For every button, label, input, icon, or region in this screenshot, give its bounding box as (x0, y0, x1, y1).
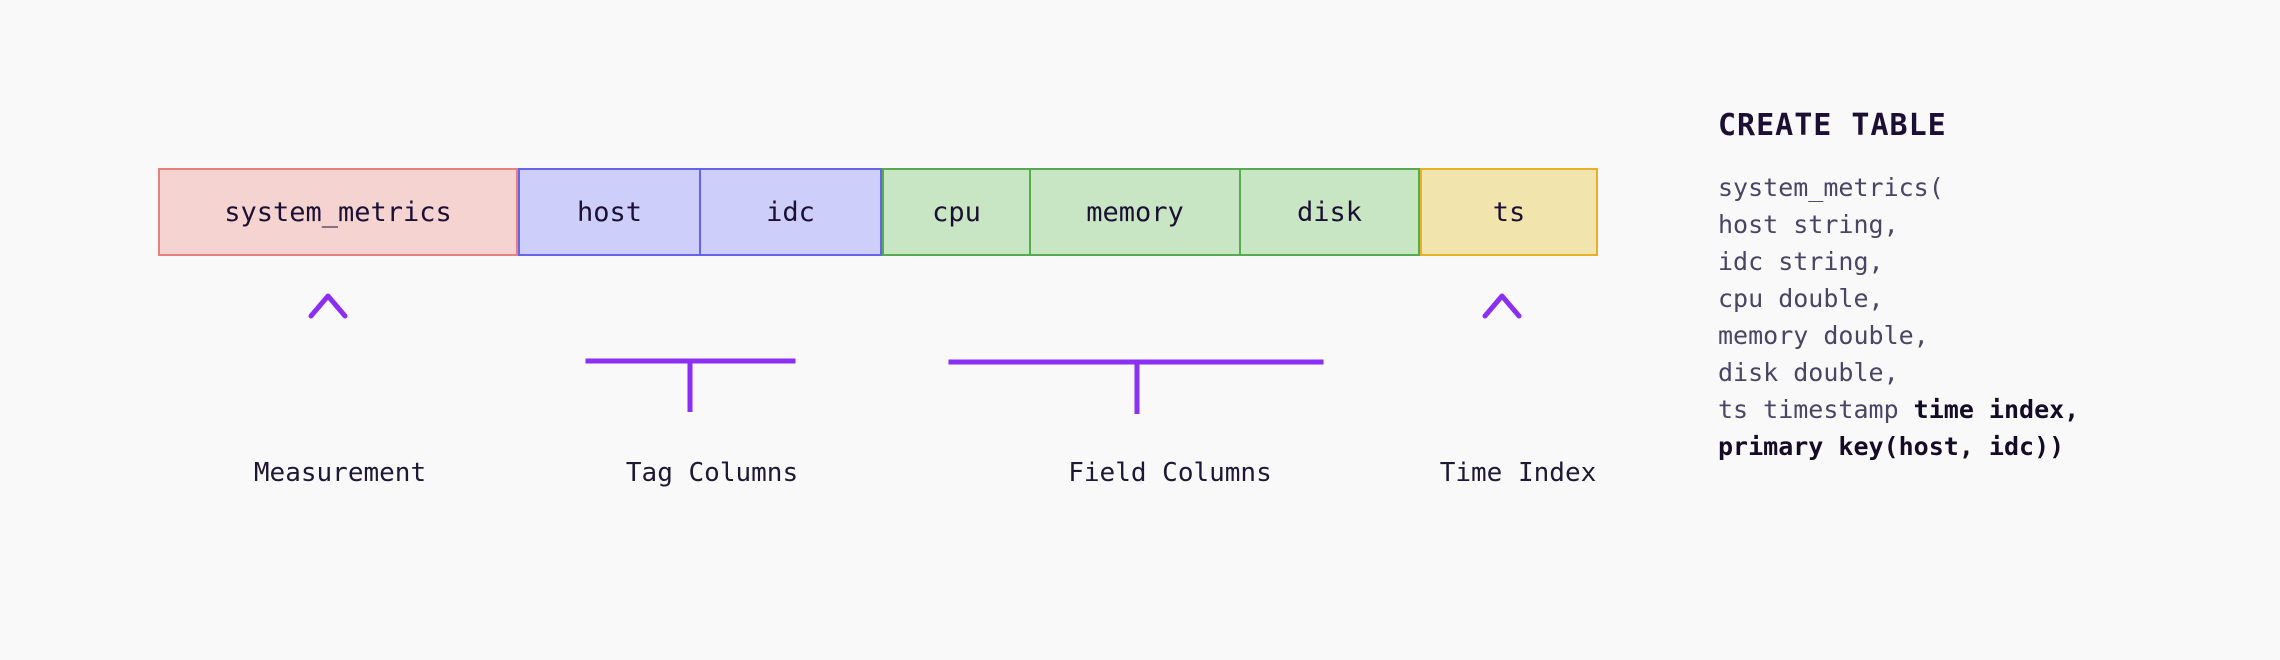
annotation-label-field-columns: Field Columns (1068, 458, 1272, 488)
create-table-heading: CREATE TABLE (1718, 108, 1947, 143)
code-line: idc string, (1718, 247, 1884, 276)
schema-column-label: idc (766, 196, 815, 228)
tag-columns-bracket-icon (585, 298, 796, 412)
schema-column-bar: system_metrics host idc cpu memory disk … (158, 168, 1598, 256)
code-line: disk double, (1718, 358, 1899, 387)
annotation-label-time-index: Time Index (1439, 458, 1597, 488)
code-line: host string, (1718, 210, 1899, 239)
schema-column-disk[interactable]: disk (1240, 168, 1420, 256)
schema-column-measurement[interactable]: system_metrics (158, 168, 518, 256)
time-index-arrow-icon (1482, 293, 1522, 414)
code-keyword-time-index: time index, (1913, 395, 2080, 424)
schema-column-host[interactable]: host (518, 168, 700, 256)
code-keyword-primary-key: primary key(host, idc)) (1718, 432, 2065, 461)
annotation-label-measurement: Measurement (253, 458, 427, 488)
code-line: memory double, (1718, 321, 1929, 350)
annotation-label-tag-columns: Tag Columns (625, 458, 799, 488)
field-columns-bracket-icon (948, 298, 1324, 414)
code-line: cpu double, (1718, 284, 1884, 313)
create-table-panel: CREATE TABLE system_metrics( host string… (1718, 108, 2238, 465)
schema-column-idc[interactable]: idc (700, 168, 882, 256)
schema-column-label: memory (1086, 196, 1184, 228)
schema-column-label: ts (1492, 196, 1526, 228)
schema-column-label: system_metrics (224, 196, 452, 228)
create-table-statement: system_metrics( host string, idc string,… (1718, 169, 2238, 465)
code-line: system_metrics( (1718, 173, 1944, 202)
schema-column-label: host (576, 196, 643, 228)
schema-column-ts[interactable]: ts (1420, 168, 1598, 256)
schema-column-label: cpu (932, 196, 981, 228)
schema-column-cpu[interactable]: cpu (882, 168, 1030, 256)
schema-column-memory[interactable]: memory (1030, 168, 1240, 256)
measurement-arrow-icon (308, 293, 348, 414)
code-line: ts timestamp (1718, 395, 1914, 424)
schema-column-label: disk (1296, 196, 1363, 228)
